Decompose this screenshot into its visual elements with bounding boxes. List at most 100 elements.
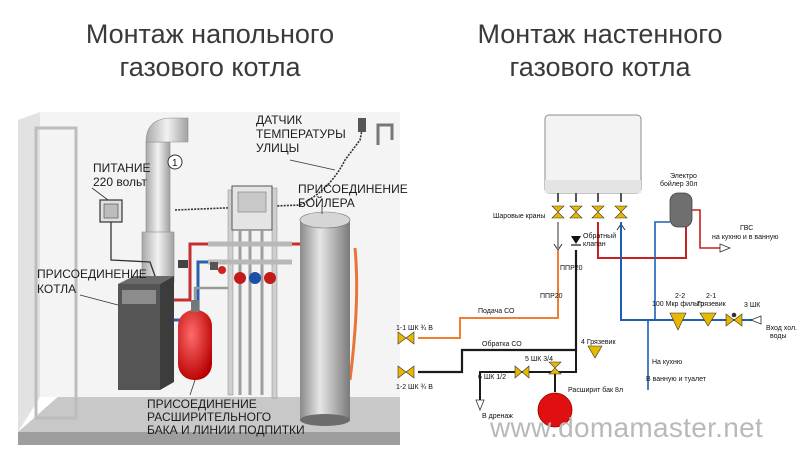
lbl-shk11: 1-1 ШК ¾ В: [396, 325, 433, 332]
label-boiler-conn-1: ПРИСОЕДИНЕНИЕ: [298, 182, 408, 196]
valve-6-a: [514, 365, 523, 379]
lbl-ppr20-mid: ППР20: [540, 293, 563, 300]
title-floor-line1: Монтаж напольного: [85, 19, 335, 49]
door-frame: [34, 126, 78, 420]
lbl-gvs-2: на кухню и в ванную: [712, 234, 778, 241]
lbl-shk5: 5 ШК 3/4: [525, 356, 553, 363]
pump-3: [264, 272, 276, 284]
lbl-ball-valves: Шаровые краны: [493, 213, 545, 220]
label-tank-conn: ПРИСОЕДИНЕНИЕ РАСШИРИТЕЛЬНОГО БАКА И ЛИН…: [147, 397, 305, 437]
title-floor: Монтаж напольного газового котла: [20, 18, 400, 84]
floor-room: 1 ДАТЧИК ТЕМПЕРАТУРЫ УЛИЦЫ ПИТАНИЕ 220 в…: [18, 112, 411, 445]
exp-tank-floor: [178, 310, 212, 380]
label-boiler-conn: ПРИСОЕДИНЕНИЕ БОЙЛЕРА: [298, 182, 411, 210]
label-power: ПИТАНИЕ 220 вольт: [93, 161, 154, 189]
label-tank-conn-3: БАКА И ЛИНИИ ПОДПИТКИ: [147, 423, 305, 437]
lbl-mud4: 4 Грязевик: [581, 339, 616, 346]
leader-kotel: [79, 294, 119, 306]
ball-valve-2: [569, 205, 583, 213]
lbl-filter-22-1: 2-2: [675, 293, 685, 300]
lbl-bath: В ванную и туалет: [646, 376, 707, 383]
leader-tank: [189, 379, 196, 396]
exp-tank-floor-cap: [191, 300, 199, 312]
lbl-mud-21-1: 2-1: [706, 293, 716, 300]
hot-pipe-gvs: [692, 209, 720, 249]
title-wall: Монтаж настенного газового котла: [410, 18, 790, 84]
supply-pipe: [418, 250, 559, 339]
lbl-electro-boiler-1: Электро: [670, 173, 697, 180]
wall-scheme: Шаровые краны Обратный клапан ППР20 ППР2…: [396, 114, 797, 428]
lbl-shk12: 1-2 ШК ¾ В: [396, 384, 433, 391]
lbl-check-valve: Обратный клапан: [583, 232, 618, 248]
valve-3shk-knob: [731, 312, 737, 318]
lbl-check-valve-2: клапан: [583, 241, 606, 248]
lbl-filter-22-2: 100 Мкр фильтр: [652, 301, 704, 308]
floor-boiler-top: [118, 276, 174, 284]
orange-pipe: [348, 247, 359, 381]
label-boiler-conn-2: БОЙЛЕРА: [298, 195, 355, 210]
label-tank-conn-1: ПРИСОЕДИНЕНИЕ: [147, 397, 257, 411]
floor-boiler-side: [160, 276, 174, 390]
ball-valve-4: [614, 205, 628, 213]
floor-boiler-panel: [122, 290, 156, 304]
manifold-frame-left: [227, 189, 234, 396]
lbl-gvs-1: ГВС: [740, 225, 753, 232]
floor-front: [18, 432, 400, 445]
valve-5-b: [548, 367, 562, 375]
lbl-mud-21: 2-1 Грязевик: [697, 293, 727, 308]
label-power-1: ПИТАНИЕ: [93, 161, 150, 175]
manifold-frame-right: [271, 187, 278, 399]
marker-text: 1: [172, 158, 178, 169]
lbl-check-valve-1: Обратный: [583, 232, 616, 240]
cold-pipe-boiler: [620, 222, 761, 321]
label-tank-conn-2: РАСШИРИТЕЛЬНОГО: [147, 410, 271, 424]
sensor-wire: [174, 124, 364, 211]
valve-12-b: [405, 365, 415, 379]
valve-5-a: [548, 361, 562, 369]
pump-1: [234, 272, 246, 284]
valve-11-b: [405, 331, 415, 345]
electro-boiler: [669, 192, 693, 228]
mud-trap-21: [699, 312, 717, 327]
lbl-return: Обратка СО: [482, 340, 522, 348]
valve-12-a: [397, 365, 407, 379]
label-power-2: 220 вольт: [93, 175, 147, 189]
power-socket-face: [103, 203, 119, 219]
cold-inlet-arrow: [749, 315, 762, 325]
lbl-gvs: ГВС на кухню и в ванную: [712, 225, 778, 241]
lbl-exp-tank: Расширит бак 8л: [568, 386, 623, 394]
ball-valve-4b: [614, 211, 628, 219]
title-floor-line2: газового котла: [119, 52, 301, 82]
lbl-drain: В дренаж: [482, 413, 513, 420]
return-pipe: [418, 250, 578, 374]
drain-arrow: [475, 399, 485, 412]
label-kotel-conn-2: КОТЛА: [37, 282, 76, 296]
gvs-arrow: [719, 243, 732, 253]
chimney-base: [141, 231, 175, 283]
lbl-supply: Подача СО: [478, 308, 515, 315]
lbl-electro-boiler-2: бойлер 30л: [660, 180, 698, 188]
title-wall-line1: Монтаж настенного: [477, 19, 723, 49]
valve-3shk-b: [733, 313, 743, 327]
lbl-cold-in-1: Вход хол.: [766, 325, 797, 332]
chimney-elbow: [145, 117, 189, 143]
boiler-cylinder-bottom: [300, 414, 350, 426]
title-wall-line2: газового котла: [509, 52, 691, 82]
red-pipe-to-boiler: [174, 242, 208, 302]
lbl-kitchen: На кухню: [652, 359, 682, 366]
sensor-pipe-hook: [376, 123, 394, 145]
control-panel-inner: [237, 191, 267, 213]
ball-valve-2b: [569, 211, 583, 219]
ball-valve-3b: [591, 211, 605, 219]
valve-3shk-a: [725, 313, 735, 327]
mud-trap-4: [587, 345, 603, 359]
valve-red-a: [218, 266, 226, 274]
lbl-shk6: 6 ШК 1/2: [478, 374, 506, 381]
lbl-ppr20-top: ППР20: [560, 265, 583, 272]
lbl-electro-boiler: Электро бойлер 30л: [660, 173, 699, 188]
fitting-1: [210, 262, 218, 270]
label-kotel-conn-1: ПРИСОЕДИНЕНИЕ: [37, 267, 147, 281]
hot-pipe-main: [597, 222, 687, 259]
ball-valve-1b: [551, 211, 565, 219]
label-sensor: ДАТЧИК ТЕМПЕРАТУРЫ УЛИЦЫ: [256, 113, 349, 155]
